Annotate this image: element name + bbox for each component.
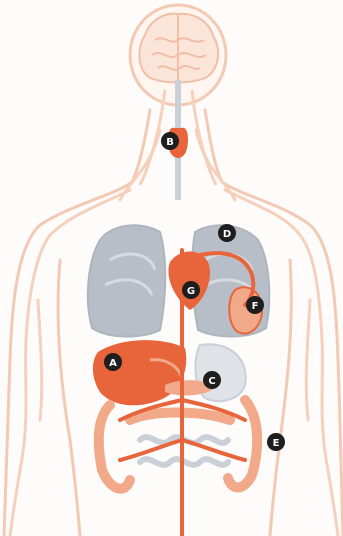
label-g: G: [182, 281, 200, 299]
liver: [93, 340, 186, 405]
label-d-text: D: [223, 229, 231, 240]
label-b: B: [161, 132, 179, 150]
label-e-text: E: [273, 438, 280, 449]
label-f-text: F: [252, 301, 259, 312]
label-b-text: B: [166, 137, 174, 148]
label-a: A: [104, 353, 122, 371]
label-a-text: A: [109, 358, 117, 369]
label-e: E: [267, 433, 285, 451]
label-c-text: C: [208, 376, 215, 387]
label-d: D: [218, 224, 236, 242]
body-outline: [4, 110, 343, 536]
label-g-text: G: [187, 286, 195, 297]
label-f: F: [246, 296, 264, 314]
label-c: C: [203, 371, 221, 389]
